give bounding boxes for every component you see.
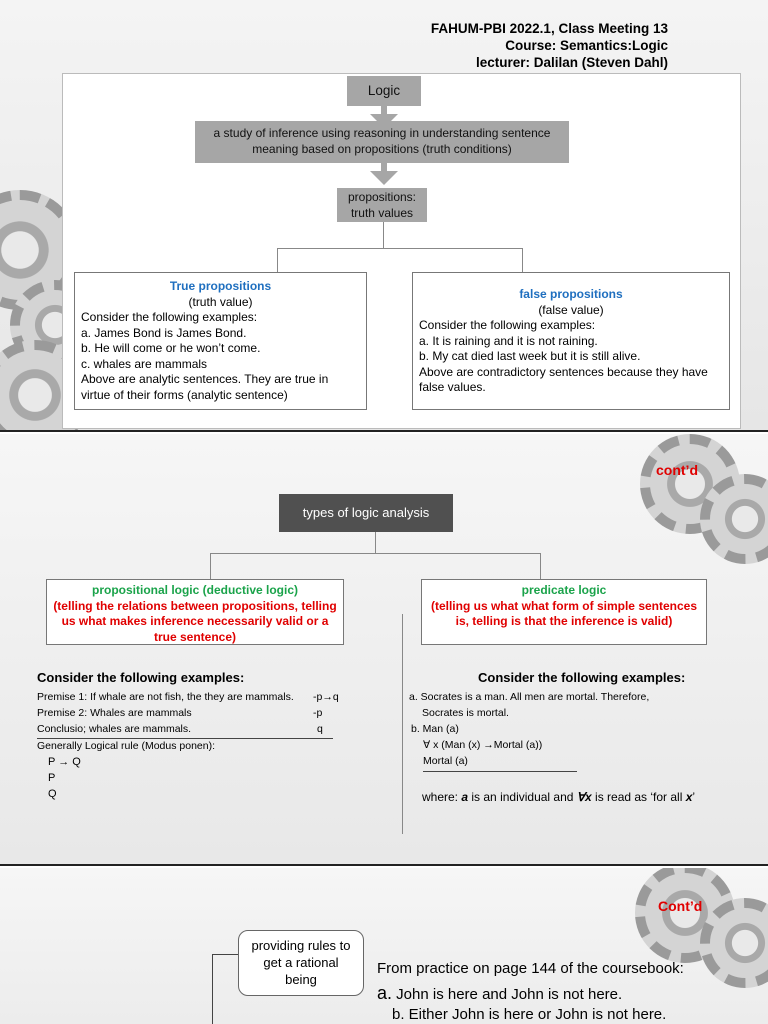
header-line: Course: Semantics:Logic [505, 38, 668, 53]
definition-box: a study of inference using reasoning in … [195, 121, 569, 163]
premise-list: Premise 1: If whale are not fish, the th… [37, 689, 367, 737]
true-propositions-box: True propositions (truth value) Consider… [74, 272, 367, 410]
practice-text: From practice on page 144 of the courseb… [377, 960, 684, 977]
prop-logic-title: propositional logic (deductive logic) [91, 583, 298, 597]
contd-label: Cont’d [658, 898, 703, 914]
rule-lines: P → Q P Q [48, 756, 81, 800]
premise-row: Premise 1: If whale are not fish, the th… [37, 691, 339, 703]
slide-3: Cont’d providing rules to get a rational… [0, 868, 768, 1024]
text-line: a. It is raining and it is not raining. [419, 333, 598, 348]
text-line: Consider the following examples: [81, 310, 258, 324]
header-line: lecturer: Dalilan (Steven Dahl) [475, 55, 668, 70]
text-line: Consider the following examples: [419, 318, 596, 332]
false-subtitle: (false value) [538, 302, 604, 317]
rules-box: providing rules to get a rational being [238, 930, 364, 996]
slide-1: FAHUM-PBI 2022.1, Class Meeting 13 Cours… [0, 0, 768, 432]
text-line: b. My cat died last week but it is still… [419, 349, 641, 363]
slide-header: FAHUM-PBI 2022.1, Class Meeting 13 Cours… [431, 20, 668, 71]
contd-label: cont’d [656, 462, 698, 478]
arrow-down-icon [370, 171, 398, 185]
premise-row: Conclusio; whales are mammals.q [37, 723, 323, 735]
text-line: Above are contradictory sentences becaus… [419, 364, 708, 395]
false-propositions-box: false propositions (false value) Conside… [412, 272, 730, 410]
predicate-logic-box: predicate logic (telling us what what fo… [421, 579, 707, 645]
true-subtitle: (truth value) [188, 294, 253, 309]
pred-logic-title: predicate logic [521, 583, 607, 597]
right-heading: Consider the following examples: [478, 670, 686, 685]
propositions-box: propositions: truth values [337, 188, 427, 222]
false-title: false propositions [519, 287, 623, 301]
pred-logic-desc: (telling us what what form of simple sen… [430, 598, 698, 629]
predicate-examples: a. Socrates is a man. All men are mortal… [409, 691, 650, 767]
text-line: a. James Bond is James Bond. [81, 325, 247, 340]
gear-icon [700, 474, 768, 564]
gear-icon [700, 898, 768, 988]
rule-label: Generally Logical rule (Modus ponen): [37, 740, 216, 752]
premise-row: Premise 2: Whales are mammals-p [37, 707, 323, 719]
text-line: Above are analytic sentences. They are t… [81, 372, 329, 402]
header-line: FAHUM-PBI 2022.1, Class Meeting 13 [430, 21, 668, 36]
slide-2: cont’d types of logic analysis propositi… [0, 434, 768, 866]
left-heading: Consider the following examples: [37, 670, 245, 685]
practice-item-a: a. John is here and John is not here. [377, 983, 623, 1003]
practice-item-b: b. Either John is here or John is not he… [392, 1006, 667, 1023]
prop-logic-desc: (telling the relations between propositi… [53, 598, 337, 644]
propositional-logic-box: propositional logic (deductive logic) (t… [46, 579, 344, 645]
true-title: True propositions [169, 279, 272, 293]
text-line: b. He will come or he won’t come. [81, 341, 261, 355]
where-note: where: a is an individual and ∀x is read… [422, 790, 696, 804]
logic-box: Logic [347, 76, 421, 106]
text-line: c. whales are mammals [81, 356, 208, 371]
types-box: types of logic analysis [279, 494, 453, 532]
diagram-frame: Logic a study of inference using reasoni… [62, 73, 741, 429]
